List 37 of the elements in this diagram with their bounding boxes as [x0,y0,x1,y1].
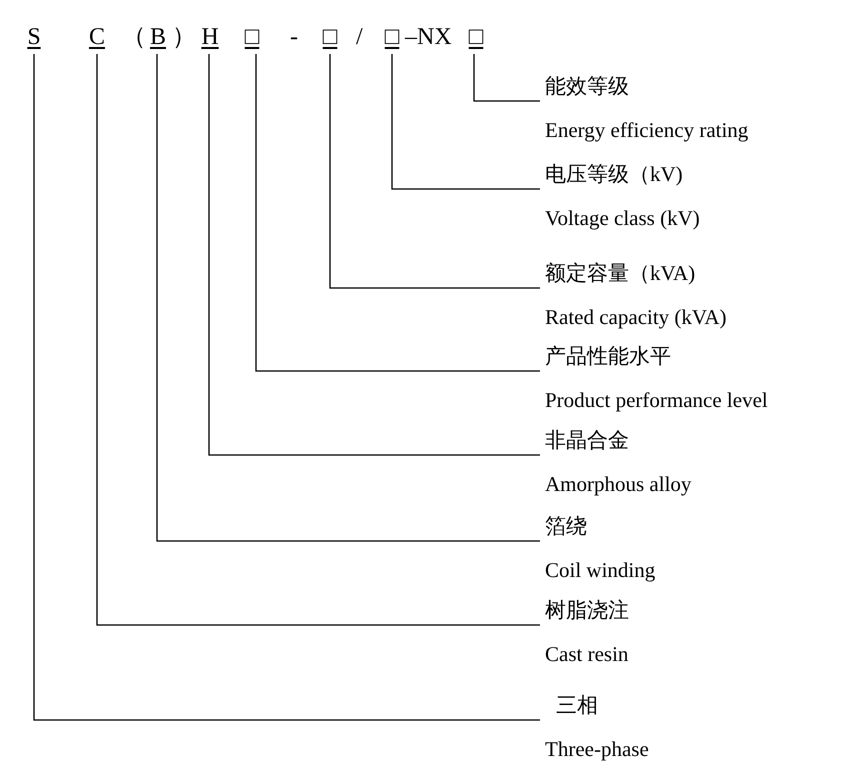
leader-line [473,54,540,102]
chinese-description: 非晶合金 [545,427,629,453]
code-letter: □ [239,22,265,52]
code-separator: （ [122,23,146,52]
leader-line [96,54,540,626]
english-description: Three-phase [545,736,649,762]
code-separator: / [356,23,363,52]
code-separator: ） [172,23,196,52]
chinese-description: 产品性能水平 [545,343,671,369]
chinese-description: 三相 [556,692,598,718]
code-separator: –NX [405,23,452,52]
chinese-description: 箔绕 [545,513,587,539]
code-letter: C [85,22,109,52]
english-description: Energy efficiency rating [545,117,748,143]
code-separator: - [290,23,298,52]
leader-line [255,54,540,372]
chinese-description: 额定容量（kVA) [545,260,696,286]
code-letter: S [22,22,46,52]
leader-line [329,54,540,289]
code-letter: H [198,22,222,52]
english-description: Voltage class (kV) [545,205,700,231]
leader-line [33,54,540,721]
english-description: Amorphous alloy [545,471,692,497]
code-letter: B [146,22,170,52]
chinese-description: 树脂浇注 [545,597,629,623]
english-description: Rated capacity (kVA) [545,304,727,330]
english-description: Coil winding [545,557,656,583]
leader-line [208,54,540,456]
chinese-description: 电压等级（kV) [545,161,683,187]
leader-line [156,54,540,542]
english-description: Product performance level [545,387,768,413]
leader-line [391,54,540,190]
chinese-description: 能效等级 [545,73,629,99]
english-description: Cast resin [545,641,628,667]
code-letter: □ [379,22,405,52]
code-letter: □ [317,22,343,52]
code-letter: □ [463,22,489,52]
